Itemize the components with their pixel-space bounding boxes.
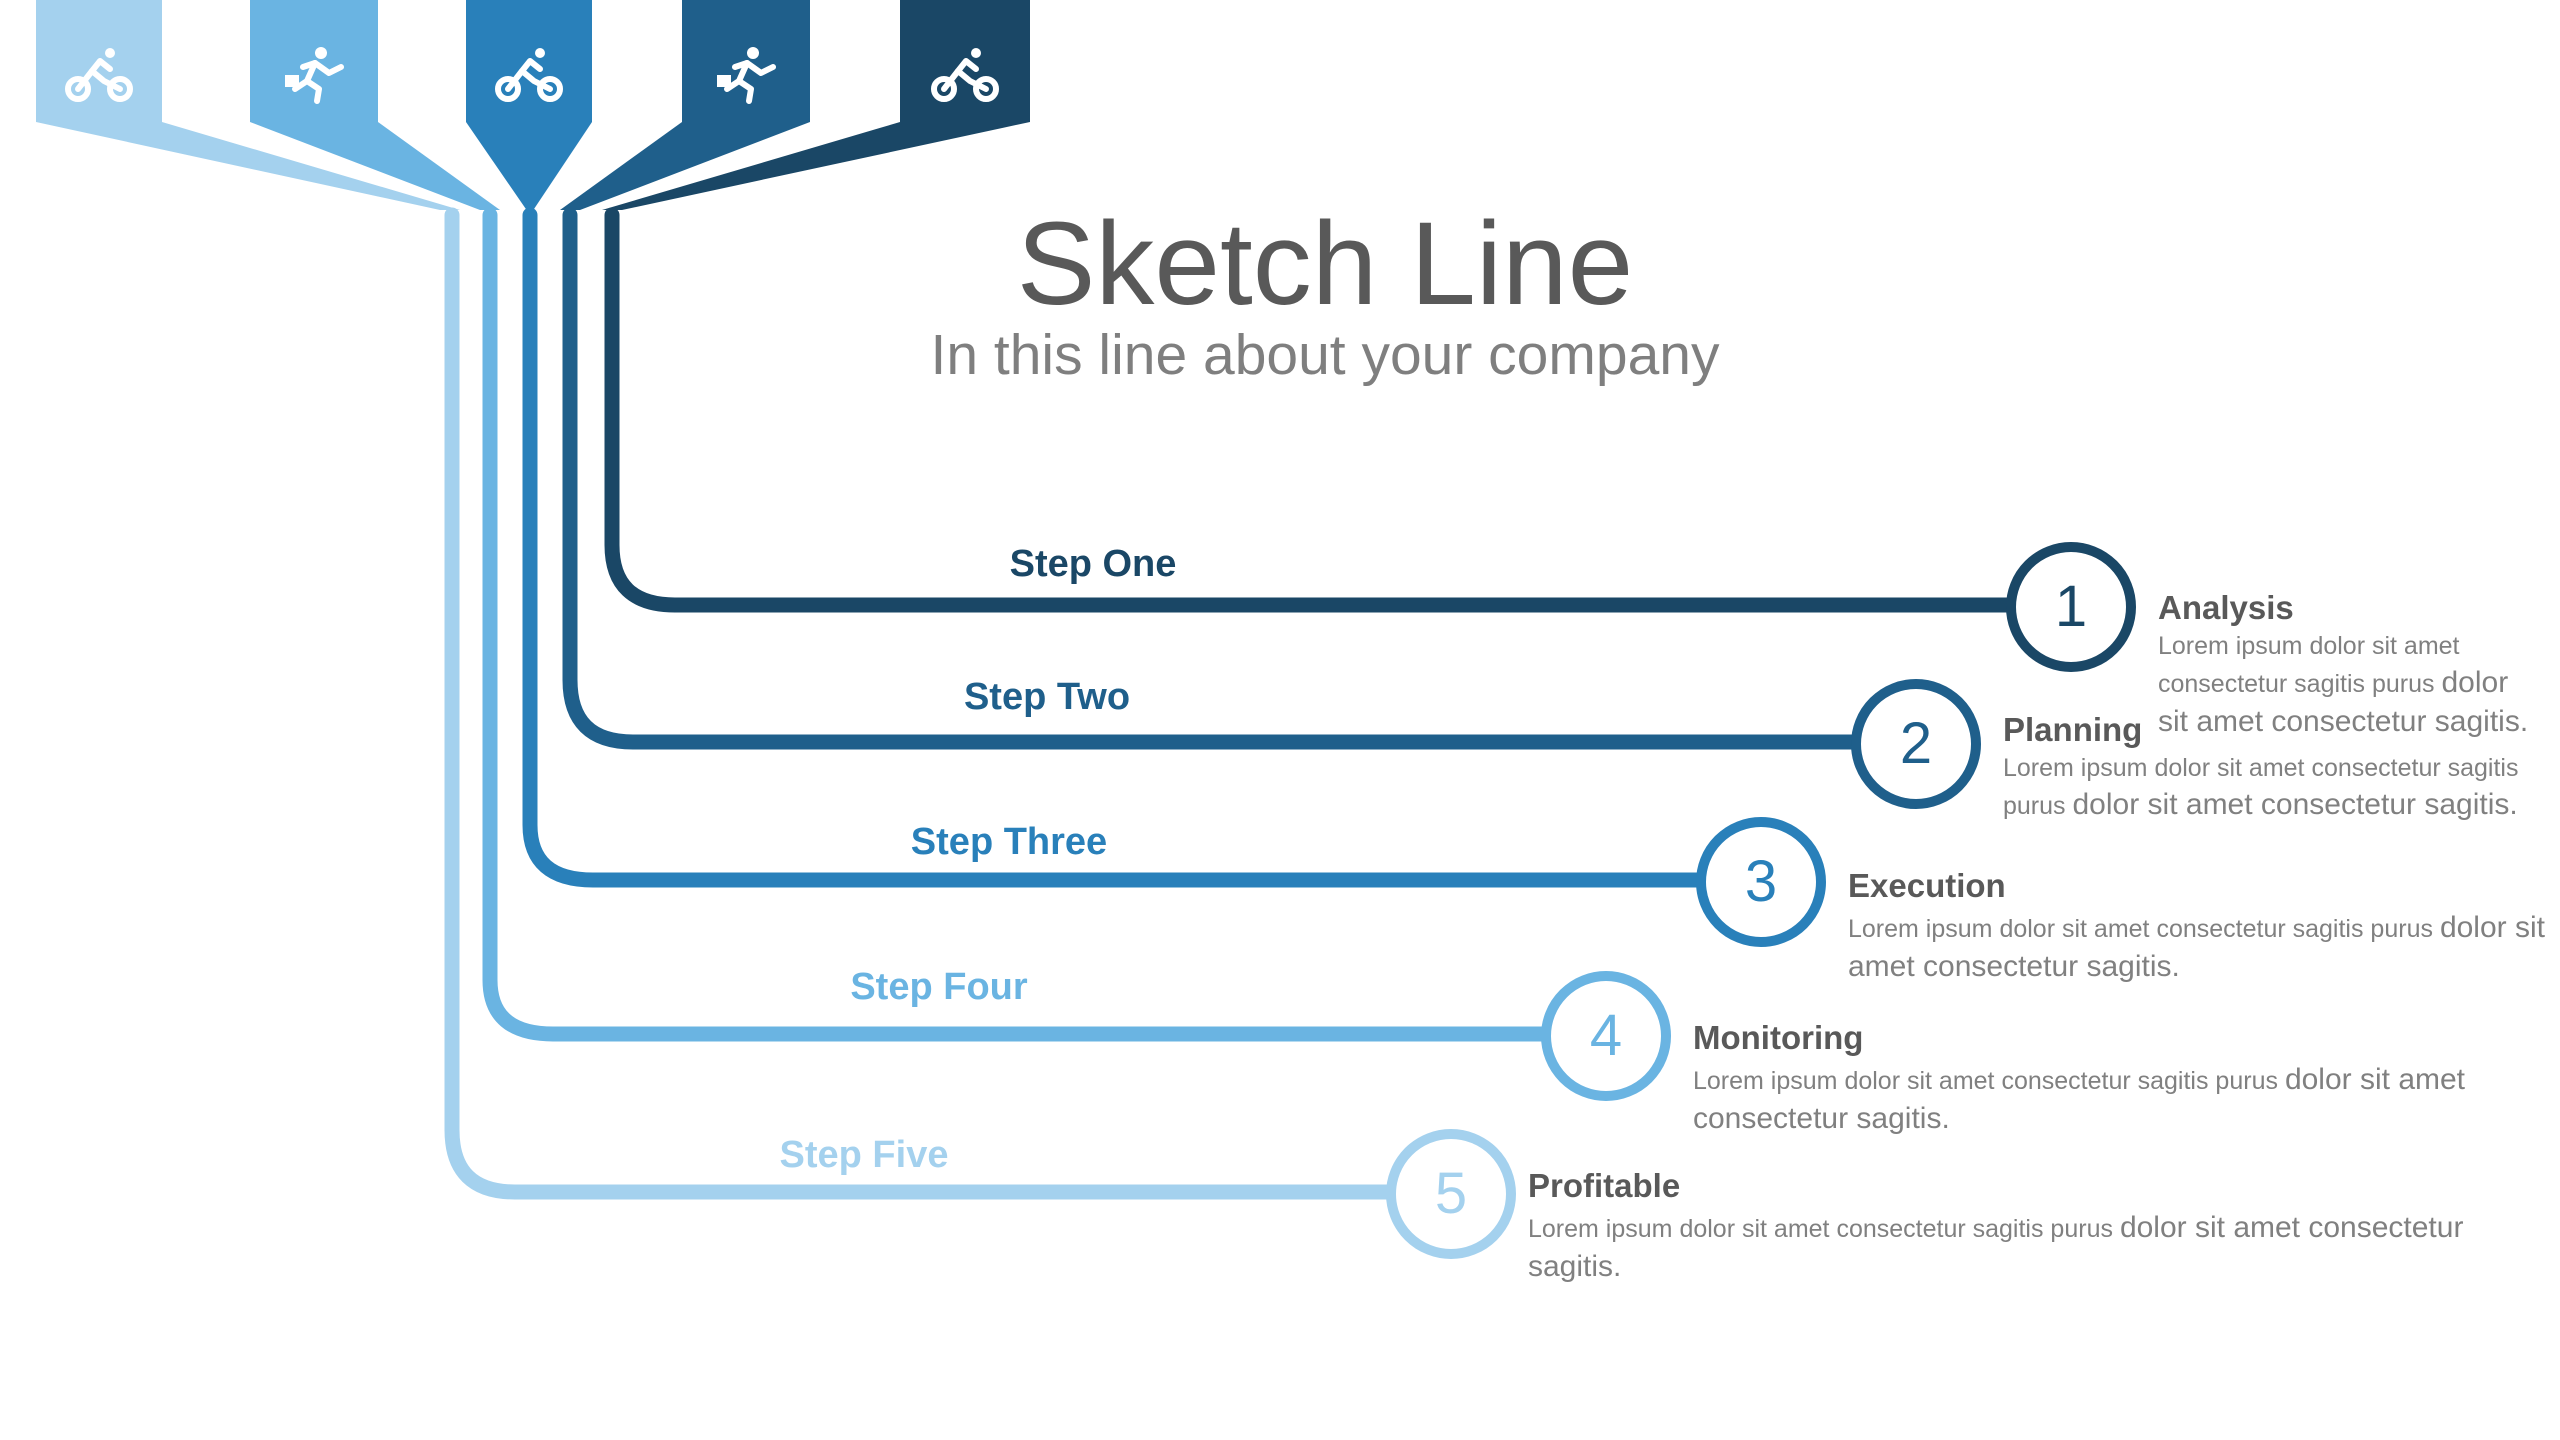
step-text-small: Lorem ipsum dolor sit amet consectetur s…	[2003, 754, 2519, 820]
bicycle-icon	[64, 40, 134, 110]
step-heading: Execution	[1848, 867, 2006, 904]
tab-funnel-2	[560, 122, 810, 210]
step-text-large: dolor sit amet consectetur sagitis.	[2072, 787, 2518, 821]
step-label-5: Step Five	[779, 1134, 949, 1176]
step-number-circle-4: 4	[1541, 971, 1671, 1101]
step-number-circle-1: 1	[2006, 542, 2136, 672]
step-text: Lorem ipsum dolor sit amet consectetur s…	[2003, 752, 2548, 824]
step-text-small: Lorem ipsum dolor sit amet consectetur s…	[1848, 915, 2433, 944]
step-label-2: Step Two	[963, 676, 1131, 718]
bicycle-icon	[930, 40, 1000, 110]
step-heading: Planning	[2003, 711, 2143, 748]
step-text-small: Lorem ipsum dolor sit amet consectetur s…	[1693, 1067, 2278, 1096]
step-description-1: Analysis Lorem ipsum dolor sit amet cons…	[2158, 589, 2543, 741]
step-text-large: dolor sit amet consectetur sagitis.	[1848, 911, 2545, 984]
step-text: Lorem ipsum dolor sit amet consectetur s…	[1693, 1060, 2548, 1138]
tab-funnel-4	[250, 122, 500, 210]
step-number-circle-2: 2	[1851, 679, 1981, 809]
step-text-large: dolor sit amet consectetur sagitis.	[2158, 665, 2529, 738]
step-heading: Monitoring	[1693, 1019, 1864, 1056]
step-number-circle-3: 3	[1696, 817, 1826, 947]
step-label-4: Step Four	[850, 966, 1028, 1008]
step-text-small: Lorem ipsum dolor sit amet consectetur s…	[2158, 632, 2460, 698]
runner-icon	[279, 40, 349, 110]
step-heading: Profitable	[1528, 1167, 1681, 1204]
step-text-small: Lorem ipsum dolor sit amet consectetur s…	[1528, 1215, 2113, 1244]
connector-step-1	[604, 207, 2018, 613]
connector-step-4	[482, 207, 1553, 1042]
step-description-5: Profitable Lorem ipsum dolor sit amet co…	[1528, 1167, 2548, 1286]
page-title: Sketch Line	[1016, 198, 1634, 330]
page-subtitle: In this line about your company	[930, 323, 1720, 387]
step-text: Lorem ipsum dolor sit amet consectetur s…	[1848, 908, 2548, 986]
connector-step-3	[522, 207, 1708, 888]
step-text: Lorem ipsum dolor sit amet consectetur s…	[2158, 630, 2543, 741]
connector-step-2	[562, 207, 1863, 750]
step-heading: Analysis	[2158, 589, 2294, 626]
tab-funnel-1	[602, 122, 1030, 210]
runner-icon	[711, 40, 781, 110]
tab-funnel-3	[466, 122, 592, 215]
step-number-circle-5: 5	[1386, 1129, 1516, 1259]
bicycle-icon	[494, 40, 564, 110]
step-label-3: Step Three	[910, 821, 1108, 863]
step-label-1: Step One	[1009, 543, 1177, 585]
step-description-2: Planning Lorem ipsum dolor sit amet cons…	[2003, 711, 2548, 824]
step-text-large: dolor sit amet consectetur sagitis.	[1693, 1063, 2466, 1136]
step-description-4: Monitoring Lorem ipsum dolor sit amet co…	[1693, 1019, 2548, 1138]
step-description-3: Execution Lorem ipsum dolor sit amet con…	[1848, 867, 2548, 986]
tab-funnel-5	[36, 122, 460, 210]
step-text: Lorem ipsum dolor sit amet consectetur s…	[1528, 1208, 2548, 1286]
step-text-large: dolor sit amet consectetur sagitis.	[1528, 1211, 2464, 1284]
connector-step-5	[444, 207, 1398, 1200]
